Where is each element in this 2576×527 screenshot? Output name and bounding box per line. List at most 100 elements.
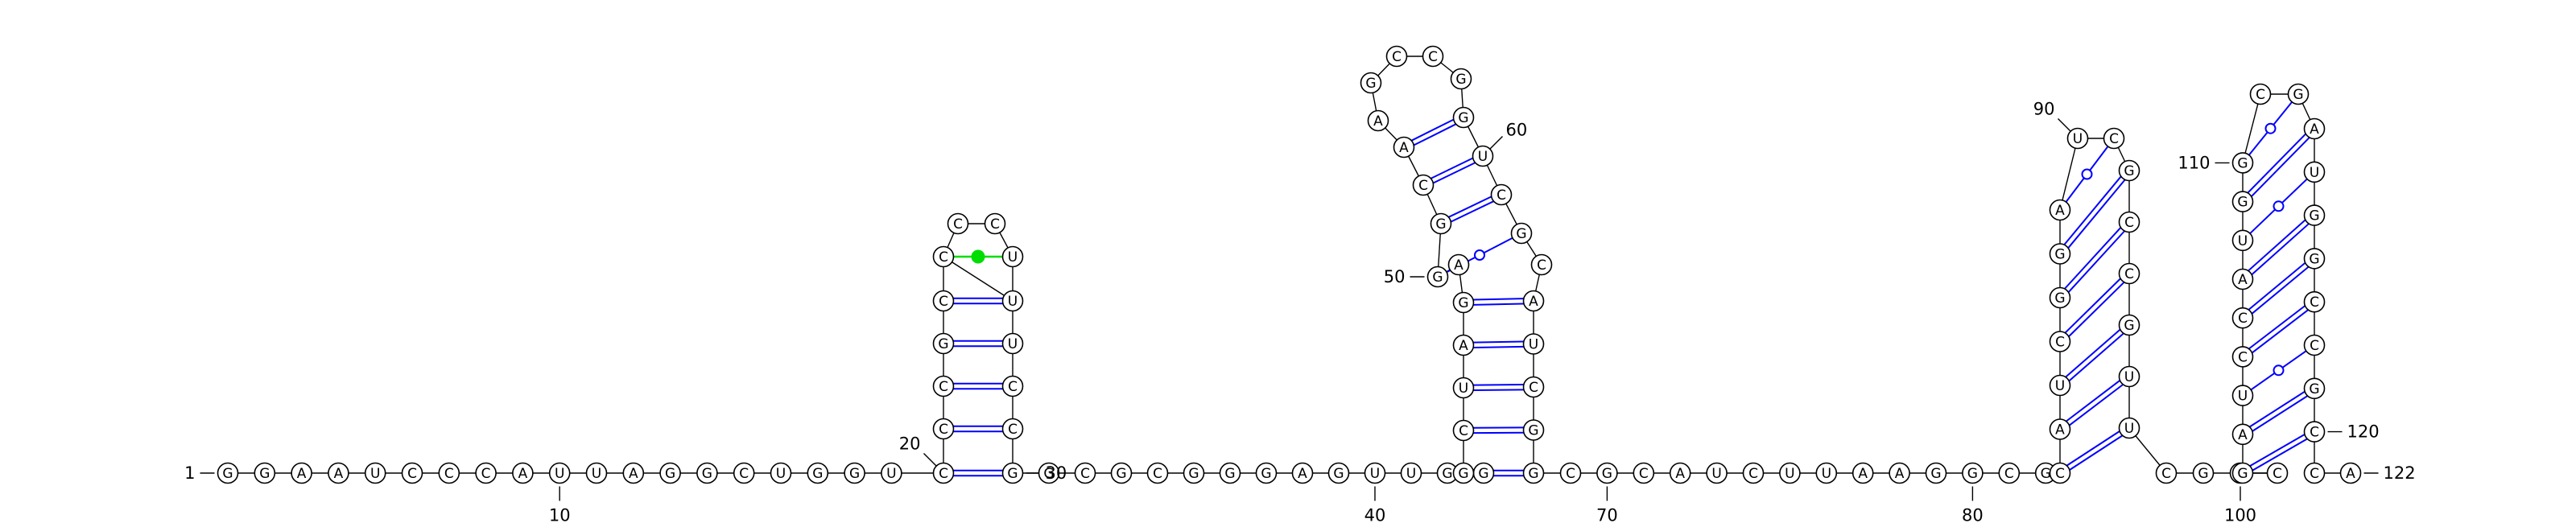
svg-text:U: U <box>1822 466 1831 482</box>
base-pair-wc <box>2247 133 2310 197</box>
svg-text:G: G <box>2237 155 2248 171</box>
nucleotide-19: U <box>881 462 902 484</box>
svg-text:C: C <box>2055 466 2065 482</box>
svg-text:C: C <box>1153 466 1162 482</box>
svg-text:C: C <box>1529 380 1538 396</box>
svg-text:G: G <box>2124 163 2134 179</box>
nucleotide-loop-2: C <box>984 212 1006 235</box>
svg-text:A: A <box>518 466 528 482</box>
nucleotide-88: G <box>2049 243 2071 265</box>
svg-text:G: G <box>1432 270 1443 286</box>
nucleotide-11: U <box>585 462 608 484</box>
svg-text:U: U <box>592 466 601 482</box>
nucleotide-102: G <box>2231 462 2254 484</box>
svg-text:G: G <box>1602 466 1612 482</box>
svg-text:U: U <box>2238 233 2248 249</box>
nucleotide-73: U <box>1706 462 1728 484</box>
nucleotide-78: A <box>1889 462 1910 484</box>
nucleotide-67: G <box>1522 419 1545 441</box>
nucleotide-32: C <box>1074 462 1096 484</box>
svg-text:C: C <box>1748 466 1758 482</box>
nucleotide-50: G <box>1426 266 1449 288</box>
nucleotide-loop-1: C <box>947 212 969 235</box>
nucleotide-96: U <box>2118 365 2140 388</box>
nucleotide-53: A <box>1393 136 1415 159</box>
base-pair-wc <box>953 469 1003 477</box>
nucleotide-81: C <box>1998 462 2021 484</box>
svg-text:C: C <box>990 216 1000 233</box>
svg-text:G: G <box>1967 466 1978 482</box>
svg-text:U: U <box>1008 336 1018 352</box>
svg-text:G: G <box>1116 466 1126 482</box>
svg-text:C: C <box>2055 335 2065 351</box>
nucleotide-118: C <box>2303 334 2326 356</box>
svg-text:U: U <box>2124 421 2134 437</box>
nucleotide-41: U <box>1400 462 1422 484</box>
svg-text:C: C <box>939 249 948 266</box>
nucleotide-70: G <box>1596 462 1618 484</box>
svg-text:C: C <box>939 294 948 310</box>
svg-text:G: G <box>2054 290 2065 307</box>
nucleotide-104: U <box>2231 385 2254 406</box>
nucleotide-69: C <box>1559 462 1582 484</box>
nucleotide-117: C <box>2303 290 2326 313</box>
nucleotide-83: C <box>2049 462 2071 484</box>
nucleotide-80: G <box>1962 462 1984 484</box>
nucleotide-77: A <box>1852 462 1874 484</box>
svg-text:A: A <box>1298 466 1307 482</box>
base-pair-wc <box>1473 426 1524 434</box>
position-label-1: 1 <box>184 463 195 483</box>
nucleotide-105: C <box>2231 346 2254 368</box>
base-pair-layer <box>953 101 2310 477</box>
svg-text:C: C <box>953 216 963 233</box>
svg-text:C: C <box>2273 466 2282 482</box>
svg-text:A: A <box>1895 466 1905 482</box>
svg-text:G: G <box>1261 466 1271 482</box>
svg-text:G: G <box>1458 295 1468 311</box>
nucleotide-66: C <box>1522 376 1545 398</box>
nucleotide-85: U <box>2049 374 2071 397</box>
nucleotide-54: A <box>1367 109 1389 132</box>
svg-text:G: G <box>2309 251 2319 267</box>
position-label-60: 60 <box>1506 121 1528 140</box>
nucleotide-71: C <box>1633 462 1655 484</box>
svg-text:G: G <box>2198 466 2208 482</box>
base-pair-wc <box>2248 262 2310 315</box>
nucleotide-36: G <box>1219 462 1241 484</box>
svg-text:U: U <box>370 466 380 482</box>
base-pair-wc <box>2249 434 2308 471</box>
nucleotide-106: C <box>2231 307 2254 329</box>
nucleotide-115: G <box>2303 204 2326 226</box>
nucleotide-62: G <box>1510 222 1533 245</box>
svg-text:A: A <box>1675 466 1685 482</box>
svg-text:C: C <box>407 466 417 482</box>
base-pair-wc <box>953 382 1003 390</box>
base-pair-wc <box>1473 383 1524 392</box>
nucleotide-24: C <box>932 290 955 312</box>
nucleotide-58: G <box>1450 68 1472 90</box>
svg-text:C: C <box>739 466 749 482</box>
nucleotide-72: A <box>1669 462 1691 484</box>
nucleotide-20: C <box>932 462 955 484</box>
nucleotide-1: G <box>217 462 239 484</box>
nucleotide-38: A <box>1291 462 1314 484</box>
svg-text:U: U <box>1008 294 1018 310</box>
nucleotide-99: G <box>2192 462 2215 484</box>
nucleotide-18: G <box>844 462 865 484</box>
svg-text:U: U <box>1406 466 1416 482</box>
position-label-100: 100 <box>2224 506 2256 525</box>
svg-text:G: G <box>1516 226 1526 242</box>
svg-text:G: G <box>1930 466 1941 482</box>
nucleotide-56: C <box>1385 45 1408 68</box>
nucleotide-6: C <box>401 462 423 484</box>
svg-text:C: C <box>1428 49 1438 65</box>
nucleotide-111: C <box>2249 83 2272 105</box>
base-pair-noncanonical <box>953 249 1003 264</box>
backbone-segment <box>2059 138 2079 211</box>
numbering-tick <box>2058 118 2071 132</box>
svg-text:U: U <box>1785 466 1794 482</box>
svg-text:A: A <box>2055 422 2065 438</box>
nucleotide-68: G <box>1522 462 1545 484</box>
nucleotide-90: U <box>2066 127 2089 150</box>
